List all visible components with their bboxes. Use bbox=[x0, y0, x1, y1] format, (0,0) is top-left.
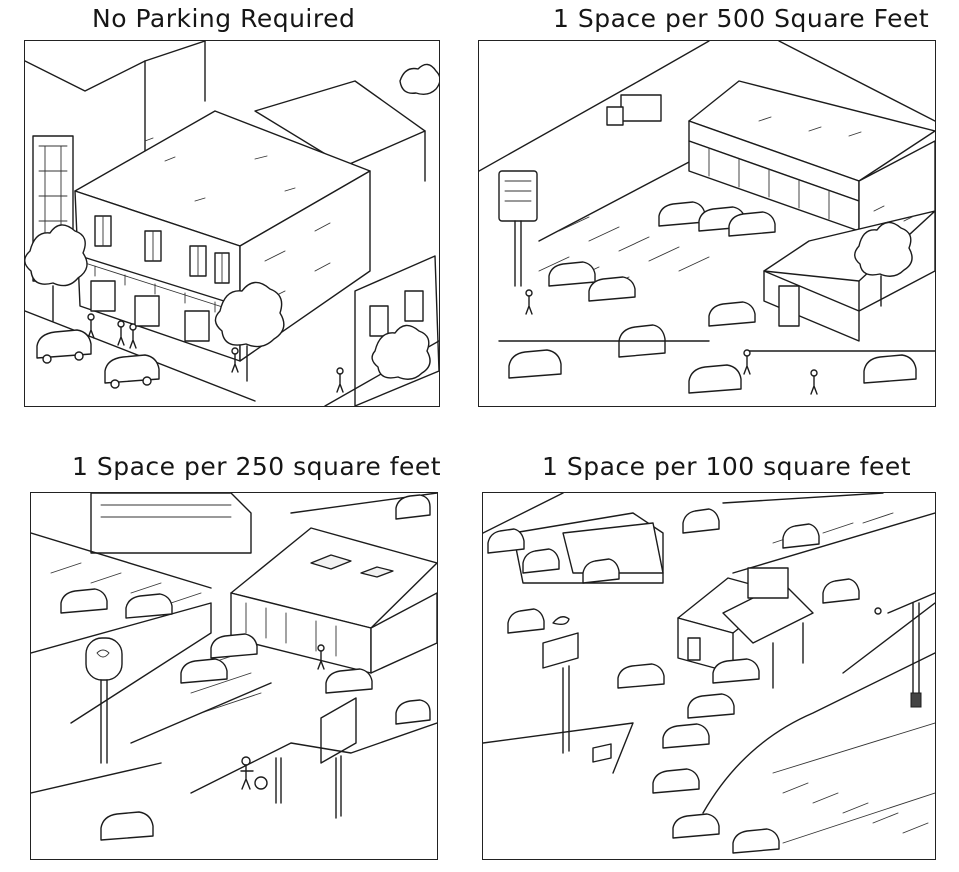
car bbox=[672, 813, 720, 839]
car bbox=[522, 548, 560, 574]
car bbox=[652, 768, 700, 794]
tree-right bbox=[371, 324, 431, 380]
panel-2-drawing bbox=[479, 41, 935, 395]
car bbox=[712, 658, 760, 684]
delivery-truck bbox=[620, 94, 662, 122]
car bbox=[687, 693, 735, 719]
car bbox=[688, 364, 742, 394]
panel-4-illustration bbox=[482, 492, 936, 860]
panel-3-title: 1 Space per 250 square feet bbox=[72, 452, 442, 481]
tree-left bbox=[25, 224, 88, 287]
panel-1-illustration bbox=[24, 40, 440, 407]
car bbox=[582, 558, 620, 584]
pole-sign bbox=[542, 632, 579, 669]
car bbox=[507, 608, 545, 634]
car bbox=[617, 663, 665, 689]
car bbox=[548, 261, 596, 287]
car bbox=[728, 211, 776, 237]
car bbox=[732, 828, 780, 854]
car bbox=[863, 354, 917, 384]
panel-2-illustration bbox=[478, 40, 936, 407]
panel-4-drawing bbox=[483, 493, 935, 854]
car bbox=[104, 354, 160, 384]
panel-2-title: 1 Space per 500 Square Feet bbox=[553, 4, 930, 33]
car bbox=[395, 494, 431, 520]
car bbox=[395, 699, 431, 725]
tree-center bbox=[214, 281, 285, 348]
car bbox=[210, 633, 258, 659]
car bbox=[100, 811, 154, 841]
pole-sign bbox=[85, 637, 123, 681]
panel-1-title: No Parking Required bbox=[92, 4, 356, 33]
car bbox=[822, 578, 860, 604]
panel-3-illustration bbox=[30, 492, 438, 860]
car bbox=[662, 723, 710, 749]
car bbox=[60, 588, 108, 614]
car bbox=[125, 593, 173, 619]
car bbox=[325, 668, 373, 694]
panel-1-drawing bbox=[25, 41, 439, 406]
car bbox=[782, 523, 820, 549]
tree bbox=[854, 221, 913, 277]
car bbox=[588, 276, 636, 302]
car bbox=[36, 329, 92, 359]
car bbox=[682, 508, 720, 534]
car bbox=[487, 528, 525, 554]
car bbox=[180, 658, 228, 684]
pole-sign bbox=[498, 170, 538, 222]
car bbox=[508, 349, 562, 379]
panel-3-drawing bbox=[31, 493, 437, 841]
car bbox=[708, 301, 756, 327]
car bbox=[658, 201, 706, 227]
panel-4-title: 1 Space per 100 square feet bbox=[542, 452, 912, 481]
